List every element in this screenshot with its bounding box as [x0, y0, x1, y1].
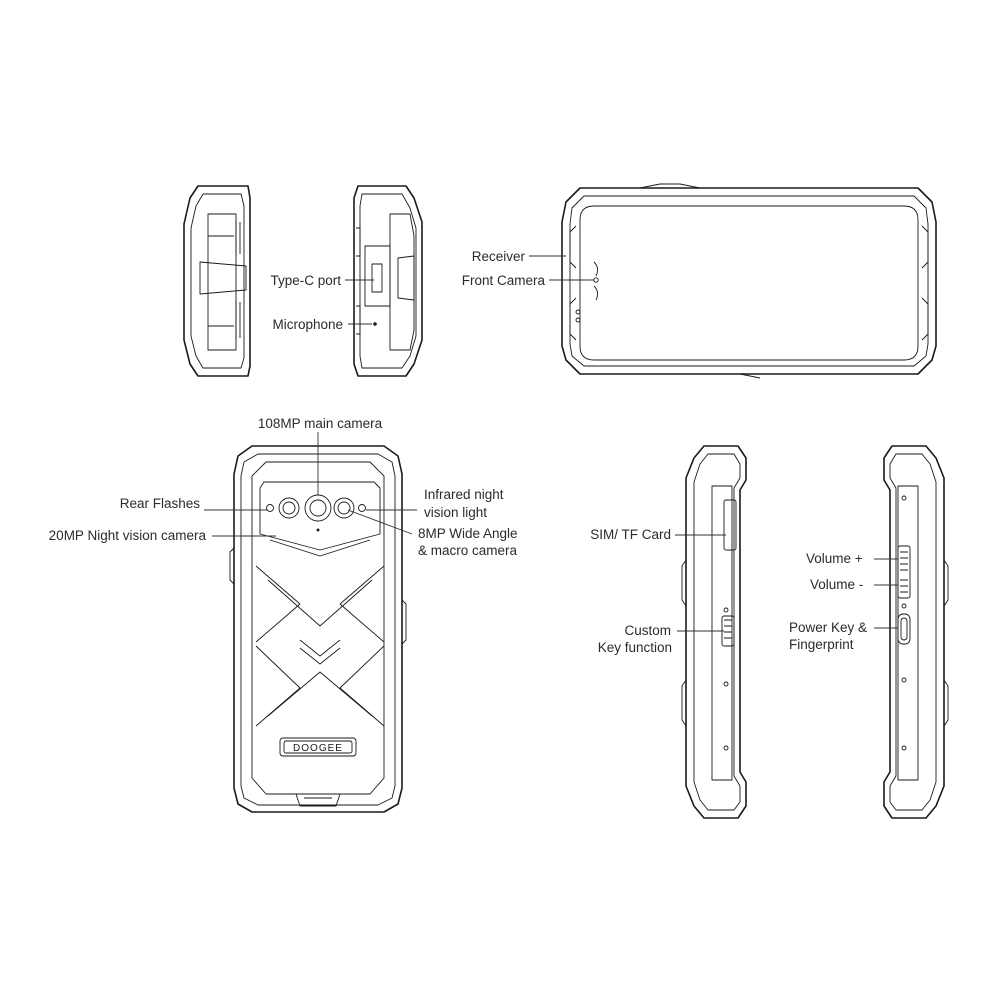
custom-key-label-line1: Custom: [624, 623, 671, 638]
volume-rocker: [897, 545, 911, 599]
type-c-port-label: Type-C port: [270, 273, 341, 288]
receiver-label: Receiver: [472, 249, 526, 264]
volume-up-label: Volume +: [806, 551, 863, 566]
phone-end-view-left: [183, 185, 251, 377]
microphone-hole: [373, 322, 377, 326]
phone-right-side-view: [883, 445, 949, 819]
phone-back-view: DOOGEE: [229, 445, 407, 813]
power-key-label-line1: Power Key &: [789, 620, 867, 635]
volume-down-label: Volume -: [810, 577, 863, 592]
rear-flashes-label: Rear Flashes: [120, 496, 201, 511]
main-camera-label: 108MP main camera: [258, 416, 383, 431]
power-key-label-line2: Fingerprint: [789, 637, 854, 652]
phone-front-view: [561, 183, 937, 379]
infrared-light-label-line1: Infrared night: [424, 487, 504, 502]
night-vision-camera-label: 20MP Night vision camera: [49, 528, 207, 543]
custom-key-label-line2: Key function: [598, 640, 672, 655]
sim-tray: [723, 499, 737, 551]
front-camera-dot: [593, 277, 599, 283]
infrared-light-label-line2: vision light: [424, 505, 487, 520]
microphone-label: Microphone: [272, 317, 343, 332]
wide-angle-label-line1: 8MP Wide Angle: [418, 526, 518, 541]
phone-bottom-edge-view: [353, 185, 423, 377]
sim-card-label: SIM/ TF Card: [590, 527, 671, 542]
front-camera-label: Front Camera: [462, 273, 546, 288]
brand-logo: DOOGEE: [293, 743, 343, 754]
power-key: [897, 613, 911, 645]
phone-left-side-view: [681, 445, 747, 819]
wide-angle-label-line2: & macro camera: [418, 543, 518, 558]
